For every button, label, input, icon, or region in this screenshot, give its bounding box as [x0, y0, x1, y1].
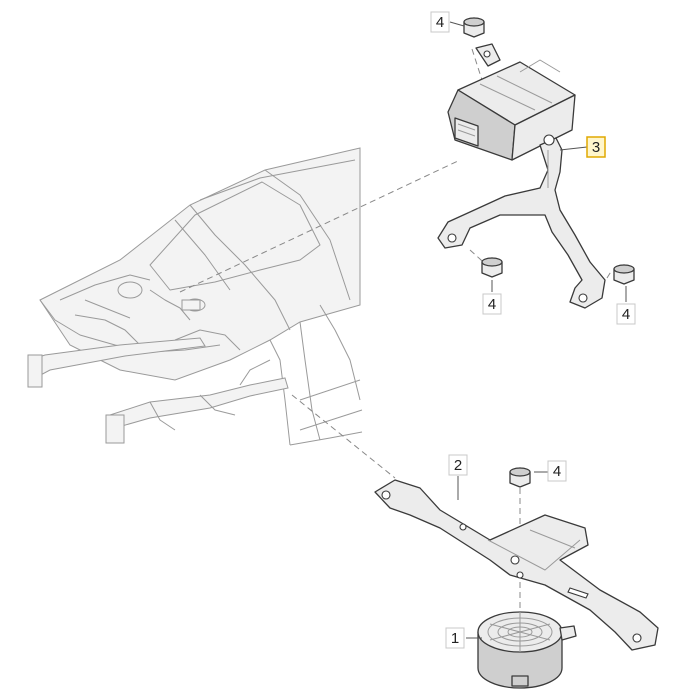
- lower-bracket: [374, 479, 659, 651]
- callout-nut-left: 4: [482, 293, 502, 315]
- callout-leaders: [449, 21, 627, 639]
- nut-lower: [509, 467, 531, 488]
- control-unit: [447, 43, 576, 161]
- nut-right: [613, 264, 635, 285]
- callout-nut-lower: 4: [547, 460, 567, 482]
- callout-upper-bracket-label: 3: [592, 139, 600, 156]
- callout-nut-left-label: 4: [488, 296, 496, 313]
- callout-lower-bracket: 2: [448, 454, 468, 476]
- upper-bracket: [437, 134, 606, 309]
- vehicle-body-front: [27, 147, 363, 446]
- callout-nut-lower-label: 4: [553, 463, 561, 480]
- callout-lower-bracket-label: 2: [454, 457, 462, 474]
- callout-nut-right: 4: [616, 303, 636, 325]
- callout-nut-top: 4: [430, 11, 450, 33]
- callout-horn: 1: [445, 627, 465, 649]
- callout-horn-label: 1: [451, 630, 459, 647]
- nut-left: [481, 257, 503, 278]
- callout-nut-right-label: 4: [622, 306, 630, 323]
- nut-top: [463, 17, 485, 38]
- callout-nut-top-label: 4: [436, 14, 444, 31]
- horn: [477, 611, 577, 689]
- callout-upper-bracket: 3: [586, 136, 606, 158]
